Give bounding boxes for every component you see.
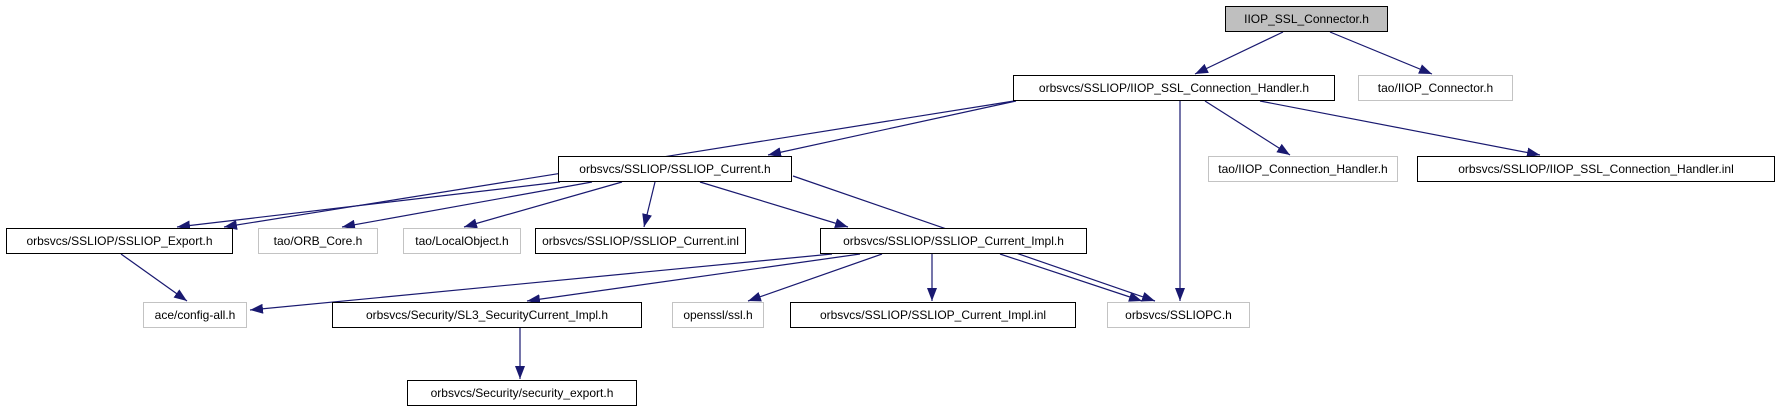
node-ssliop-current-impl-h[interactable]: orbsvcs/SSLIOP/SSLIOP_Current_Impl.h [820, 228, 1087, 254]
edge-iiop-ssl-connector-h--tao-iiop-connector-h [1329, 31, 1433, 75]
edge-ssliop-current-impl-h--sl3-securitycurrent-impl-h [526, 253, 861, 305]
edge-ssliop-current-impl-h--ssliopc-h [999, 253, 1143, 302]
edge-iiop-ssl-connector-h--iiop-ssl-connection-handler-h [1194, 31, 1284, 75]
node-ssliop-current-impl-inl[interactable]: orbsvcs/SSLIOP/SSLIOP_Current_Impl.inl [790, 302, 1076, 328]
node-openssl-ssl-h: openssl/ssl.h [672, 302, 764, 328]
node-ace-config-all-h: ace/config-all.h [143, 302, 247, 328]
node-tao-localobject-h: tao/LocalObject.h [403, 228, 521, 254]
node-tao-orb-core-h: tao/ORB_Core.h [258, 228, 378, 254]
node-ssliop-current-h[interactable]: orbsvcs/SSLIOP/SSLIOP_Current.h [558, 156, 792, 182]
edge-ssliop-current-h--tao-localobject-h [463, 181, 623, 229]
edge-ssliop-export-h--ace-config-all-h [120, 253, 188, 302]
edge-iiop-ssl-connection-handler-h--tao-iiop-connection-handler-h [1204, 100, 1291, 156]
node-iiop-ssl-connection-handler-inl[interactable]: orbsvcs/SSLIOP/IIOP_SSL_Connection_Handl… [1417, 156, 1775, 182]
node-iiop-ssl-connection-handler-h[interactable]: orbsvcs/SSLIOP/IIOP_SSL_Connection_Handl… [1013, 75, 1335, 101]
edge-iiop-ssl-connection-handler-h--iiop-ssl-connection-handler-inl [1259, 100, 1541, 158]
edge-ssliop-current-h--ssliop-current-inl [642, 181, 656, 228]
edge-ssliop-current-h--ssliop-current-impl-h [699, 181, 849, 229]
node-ssliop-current-inl[interactable]: orbsvcs/SSLIOP/SSLIOP_Current.inl [535, 228, 746, 254]
node-ssliopc-h: orbsvcs/SSLIOPC.h [1107, 302, 1250, 328]
edge-ssliop-current-impl-h--openssl-ssl-h [747, 253, 883, 302]
node-ssliop-export-h[interactable]: orbsvcs/SSLIOP/SSLIOP_Export.h [6, 228, 233, 254]
edge-ssliop-current-h--ssliop-export-h [176, 181, 561, 231]
node-sl3-securitycurrent-impl-h[interactable]: orbsvcs/Security/SL3_SecurityCurrent_Imp… [332, 302, 642, 328]
node-iiop-ssl-connector-h: IIOP_SSL_Connector.h [1225, 6, 1388, 32]
node-security-export-h[interactable]: orbsvcs/Security/security_export.h [407, 380, 637, 406]
edge-iiop-ssl-connection-handler-h--ssliop-current-h [767, 100, 1017, 158]
node-tao-iiop-connection-handler-h: tao/IIOP_Connection_Handler.h [1208, 156, 1398, 182]
edge-ssliop-current-h--tao-orb-core-h [341, 181, 593, 230]
node-tao-iiop-connector-h: tao/IIOP_Connector.h [1358, 75, 1513, 101]
